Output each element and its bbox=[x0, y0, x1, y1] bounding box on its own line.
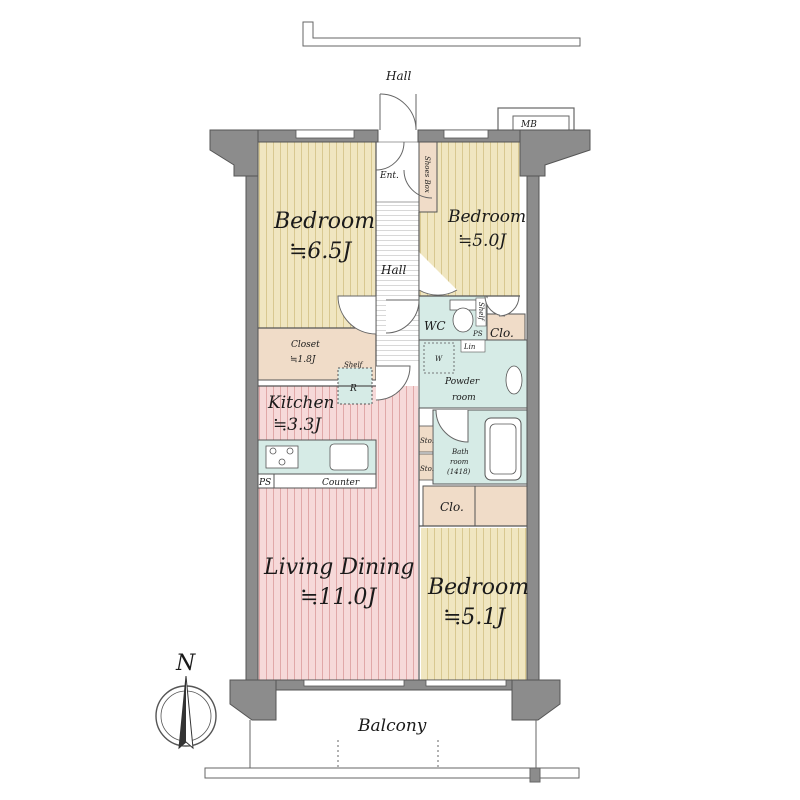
ps-small-label: PS bbox=[472, 330, 483, 338]
toilet bbox=[449, 299, 477, 333]
linen-shelf bbox=[460, 339, 486, 353]
washer bbox=[423, 342, 455, 374]
mb-label: MB bbox=[520, 120, 537, 130]
wc-shelf-label: Shelf bbox=[477, 302, 485, 322]
hall-mid-label: Hall bbox=[380, 263, 406, 277]
bedroom-ne-name: Bedroom bbox=[447, 207, 526, 227]
bedroom-ne-size: ≒5.0J bbox=[458, 231, 507, 251]
entrance-label: Ent. bbox=[379, 171, 399, 181]
living-name: Living Dining bbox=[263, 555, 415, 580]
linen-label: Lin bbox=[463, 343, 476, 351]
meter-box bbox=[497, 107, 575, 133]
corridor-outline bbox=[302, 21, 581, 47]
washer-label: W bbox=[435, 355, 443, 363]
compass-rose bbox=[155, 675, 217, 750]
bedroom-se-name: Bedroom bbox=[427, 575, 529, 600]
bath-label-1: Bath bbox=[451, 448, 469, 456]
hall-top-label: Hall bbox=[385, 69, 411, 83]
living-size: ≒11.0J bbox=[300, 585, 377, 610]
storage-2-label: Sto. bbox=[420, 465, 434, 473]
wc-label: WC bbox=[424, 319, 446, 333]
entrance-floor bbox=[375, 141, 420, 203]
bath-label-2: room bbox=[450, 458, 469, 466]
bedroom-nw-size: ≒6.5J bbox=[289, 239, 352, 264]
shelf-label: Shelf bbox=[344, 361, 364, 369]
bedroom-nw-name: Bedroom bbox=[273, 209, 375, 234]
counter-label: Counter bbox=[322, 478, 360, 488]
compass-n-label: N bbox=[175, 651, 196, 676]
living-floor bbox=[258, 386, 418, 680]
closet-se-label: Clo. bbox=[440, 500, 464, 514]
closet-size: ≒1.8J bbox=[290, 355, 317, 365]
closet-ne-label: Clo. bbox=[490, 326, 514, 340]
kitchen-counter bbox=[257, 439, 377, 489]
ps-counter-label: PS bbox=[258, 478, 271, 488]
balcony-label: Balcony bbox=[357, 716, 427, 736]
powder-room-label-1: Powder bbox=[444, 377, 480, 387]
balcony bbox=[204, 720, 580, 783]
bedroom-se-floor bbox=[421, 528, 527, 680]
kitchen-name: Kitchen bbox=[267, 393, 334, 413]
shoes-box-label: Shoes Box bbox=[423, 156, 431, 193]
refrigerator-label: R bbox=[349, 384, 357, 394]
bathtub bbox=[484, 417, 522, 481]
doors bbox=[337, 93, 520, 443]
wc-shelf bbox=[475, 297, 487, 327]
bedroom-se-size: ≒5.1J bbox=[443, 605, 506, 630]
closet-name: Closet bbox=[291, 340, 320, 350]
wash-basin bbox=[505, 365, 523, 395]
powder-room-label-2: room bbox=[452, 393, 476, 403]
storage-1-label: Sto. bbox=[420, 437, 434, 445]
windows bbox=[295, 129, 507, 687]
bath-label-3: (1418) bbox=[447, 468, 471, 476]
kitchen-size: ≒3.3J bbox=[273, 415, 322, 435]
